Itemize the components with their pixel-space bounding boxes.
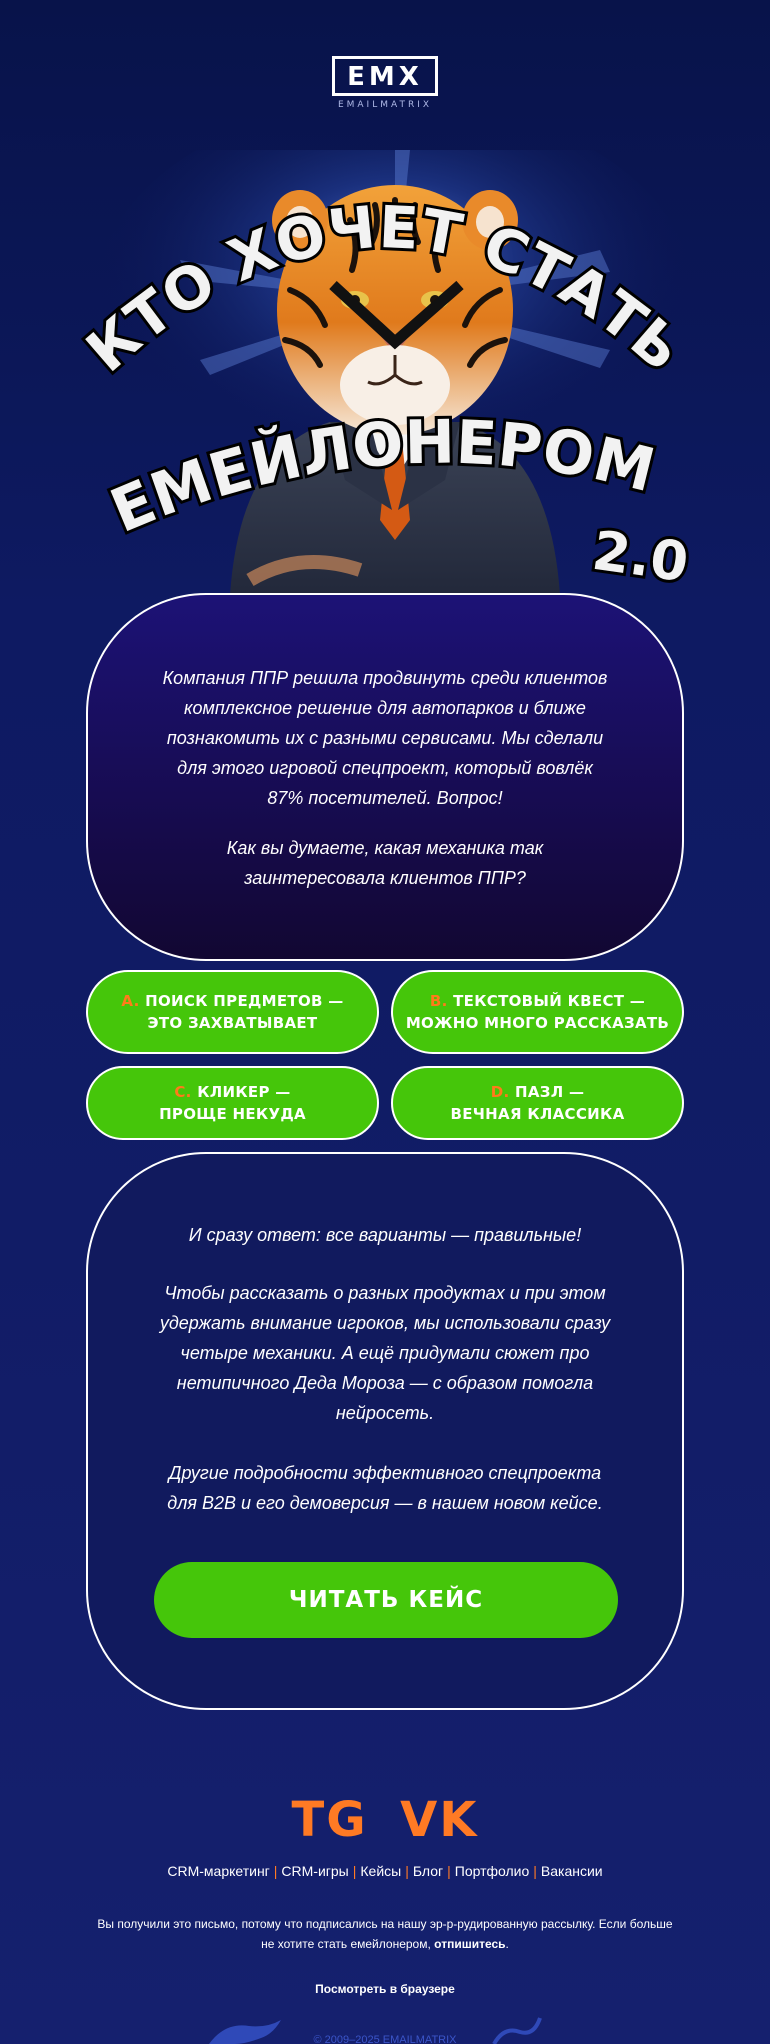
nav-separator: |: [447, 1863, 451, 1879]
tiger-suit: [230, 422, 560, 595]
answer-letter: A.: [121, 992, 140, 1010]
answer-b-button[interactable]: B. ТЕКСТОВЫЙ КВЕСТ — МОЖНО МНОГО РАССКАЗ…: [391, 970, 684, 1054]
hero-headline-version: 2.0: [589, 519, 693, 595]
answer-label: КЛИКЕР —: [197, 1083, 291, 1101]
subscription-disclaimer: Вы получили это письмо, потому что подпи…: [90, 1914, 680, 1954]
disclaimer-end: .: [505, 1937, 509, 1951]
telegram-link[interactable]: TG: [291, 1792, 368, 1848]
vk-link[interactable]: VK: [400, 1792, 479, 1848]
hero-banner: КТО ХОЧЕТ СТАТЬ ЕМЕЙЛОНЕРОМ 2.0: [0, 150, 770, 595]
unsubscribe-link[interactable]: отпишитесь: [434, 1937, 506, 1951]
footer-nav-cases[interactable]: Кейсы: [360, 1863, 402, 1879]
footer-nav-portfolio[interactable]: Портфолио: [454, 1863, 530, 1879]
copyright-text: © 2009–2025 EMAILMATRIX: [313, 2034, 457, 2044]
answer-explanation: Чтобы рассказать о разных продуктах и пр…: [159, 1283, 611, 1423]
answer-sublabel: ЭТО ЗАХВАТЫВАЕТ: [147, 1014, 318, 1032]
view-in-browser-link[interactable]: Посмотреть в браузере: [315, 1982, 455, 1996]
intro-paragraph: Компания ППР решила продвинуть среди кли…: [162, 668, 608, 808]
dragon-icon: [209, 2020, 281, 2044]
read-case-button[interactable]: ЧИТАТЬ КЕЙС: [154, 1562, 618, 1638]
nav-separator: |: [352, 1863, 357, 1879]
snake-icon: [492, 2017, 542, 2044]
logo-subtitle: EMAILMATRIX: [337, 100, 433, 110]
answer-label: ПОИСК ПРЕДМЕТОВ —: [145, 992, 344, 1010]
answer-sublabel: МОЖНО МНОГО РАССКАЗАТЬ: [405, 1014, 670, 1032]
social-links: TG VK: [0, 1792, 770, 1848]
nav-separator: |: [533, 1863, 537, 1879]
footer-nav-blog[interactable]: Блог: [412, 1863, 444, 1879]
intro-question: Как вы думаете, какая механика так заинт…: [226, 838, 544, 888]
answer-d-button[interactable]: D. ПАЗЛ — ВЕЧНАЯ КЛАССИКА: [391, 1066, 684, 1140]
footer-nav-crm-games[interactable]: CRM-игры: [281, 1863, 349, 1879]
footer-nav: CRM-маркетинг|CRM-игры|Кейсы|Блог|Портфо…: [0, 1863, 770, 1879]
answer-a-button[interactable]: A. ПОИСК ПРЕДМЕТОВ — ЭТО ЗАХВАТЫВАЕТ: [86, 970, 379, 1054]
footer-nav-crm-marketing[interactable]: CRM-маркетинг: [167, 1863, 270, 1879]
nav-separator: |: [273, 1863, 278, 1879]
answer-letter: B.: [429, 992, 448, 1010]
answer-letter: D.: [490, 1083, 510, 1101]
disclaimer-text: Вы получили это письмо, потому что подпи…: [97, 1917, 673, 1951]
logo-mark[interactable]: EMX: [332, 56, 438, 96]
intro-card: Компания ППР решила продвинуть среди кли…: [86, 593, 684, 961]
nav-separator: |: [405, 1863, 409, 1879]
header-logo[interactable]: EMX EMAILMATRIX: [0, 56, 770, 110]
answer-sublabel: ПРОЩЕ НЕКУДА: [159, 1105, 306, 1123]
answer-label: ТЕКСТОВЫЙ КВЕСТ —: [453, 992, 646, 1010]
answer-reveal: И сразу ответ: все варианты — правильные…: [188, 1225, 582, 1245]
hero-illustration: КТО ХОЧЕТ СТАТЬ ЕМЕЙЛОНЕРОМ 2.0: [71, 150, 699, 595]
footer-nav-vacancies[interactable]: Вакансии: [540, 1863, 603, 1879]
answer-label: ПАЗЛ —: [514, 1083, 585, 1101]
answer-details: Другие подробности эффективного спецпрое…: [167, 1463, 603, 1513]
answer-sublabel: ВЕЧНАЯ КЛАССИКА: [450, 1105, 625, 1123]
answer-card: И сразу ответ: все варианты — правильные…: [86, 1152, 684, 1710]
answer-c-button[interactable]: C. КЛИКЕР — ПРОЩЕ НЕКУДА: [86, 1066, 379, 1140]
checkmark-icon: [329, 280, 464, 350]
answer-options: A. ПОИСК ПРЕДМЕТОВ — ЭТО ЗАХВАТЫВАЕТ B. …: [86, 970, 684, 1142]
answer-letter: C.: [174, 1083, 192, 1101]
